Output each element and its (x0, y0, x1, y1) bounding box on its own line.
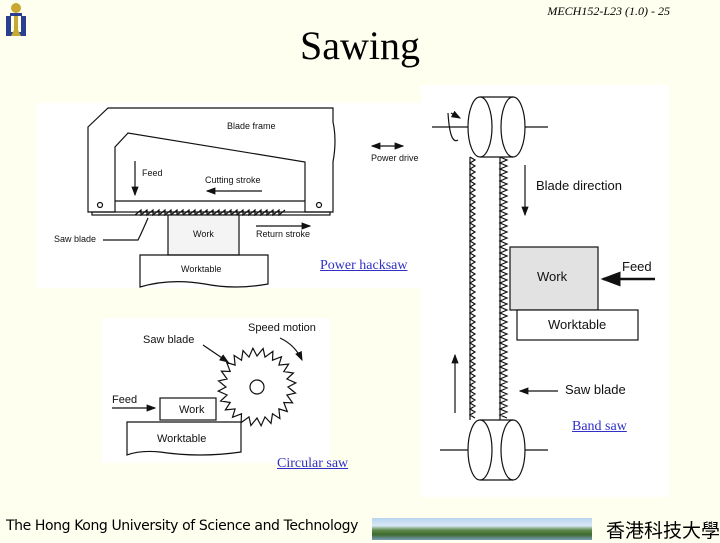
label-work: Work (537, 269, 568, 284)
label-feed: Feed (622, 259, 652, 274)
label-saw-blade: Saw blade (565, 382, 626, 397)
bottom-wheel-back (500, 419, 526, 481)
blade-frame (87, 107, 336, 213)
circular-worktable (126, 421, 242, 456)
band-worktable (516, 309, 639, 341)
label-saw-blade: Saw blade (54, 234, 97, 244)
pin-left (96, 201, 104, 209)
label-feed: Feed (142, 168, 163, 178)
label-return-stroke: Return stroke (256, 229, 311, 239)
label-worktable: Worktable (548, 317, 607, 332)
band-saw-teeth-left (468, 156, 477, 419)
hacksaw-worktable (139, 254, 269, 288)
band-saw-link[interactable]: Band saw (572, 419, 627, 434)
footer-university-name-chinese: 香港科技大學 (606, 521, 720, 542)
pin-right (315, 201, 323, 209)
top-wheel-front (467, 96, 493, 158)
power-hacksaw-link[interactable]: Power hacksaw (320, 258, 408, 273)
label-worktable: Worktable (157, 433, 207, 445)
university-logo (4, 2, 28, 40)
label-power-drive: Power drive (371, 153, 419, 163)
label-saw-blade: Saw blade (143, 334, 195, 346)
top-wheel-back (500, 96, 526, 158)
band-work (509, 246, 599, 311)
circular-saw-link[interactable]: Circular saw (277, 456, 349, 471)
hkust-logo-icon (6, 3, 26, 36)
label-blade-frame: Blade frame (227, 121, 276, 131)
circular-saw-blade (216, 346, 298, 428)
circular-work (159, 397, 217, 421)
label-speed-motion: Speed motion (248, 322, 316, 334)
bottom-wheel-front (467, 419, 493, 481)
power-hacksaw-panel (37, 103, 423, 288)
footer-university-name: The Hong Kong University of Science and … (6, 518, 358, 534)
hacksaw-work (167, 214, 240, 256)
band-saw-teeth-right (498, 156, 509, 419)
label-work: Work (179, 404, 205, 416)
label-cutting-stroke: Cutting stroke (205, 175, 261, 185)
slide-number: MECH152-L23 (1.0) - 25 (547, 4, 670, 18)
hacksaw-teeth (134, 208, 286, 217)
arbor-hole (249, 379, 265, 395)
label-blade-direction: Blade direction (536, 178, 622, 193)
label-work: Work (193, 229, 214, 239)
page-title: Sawing (300, 23, 420, 68)
campus-photo (372, 518, 592, 540)
label-feed: Feed (112, 394, 138, 406)
label-worktable: Worktable (181, 264, 222, 274)
